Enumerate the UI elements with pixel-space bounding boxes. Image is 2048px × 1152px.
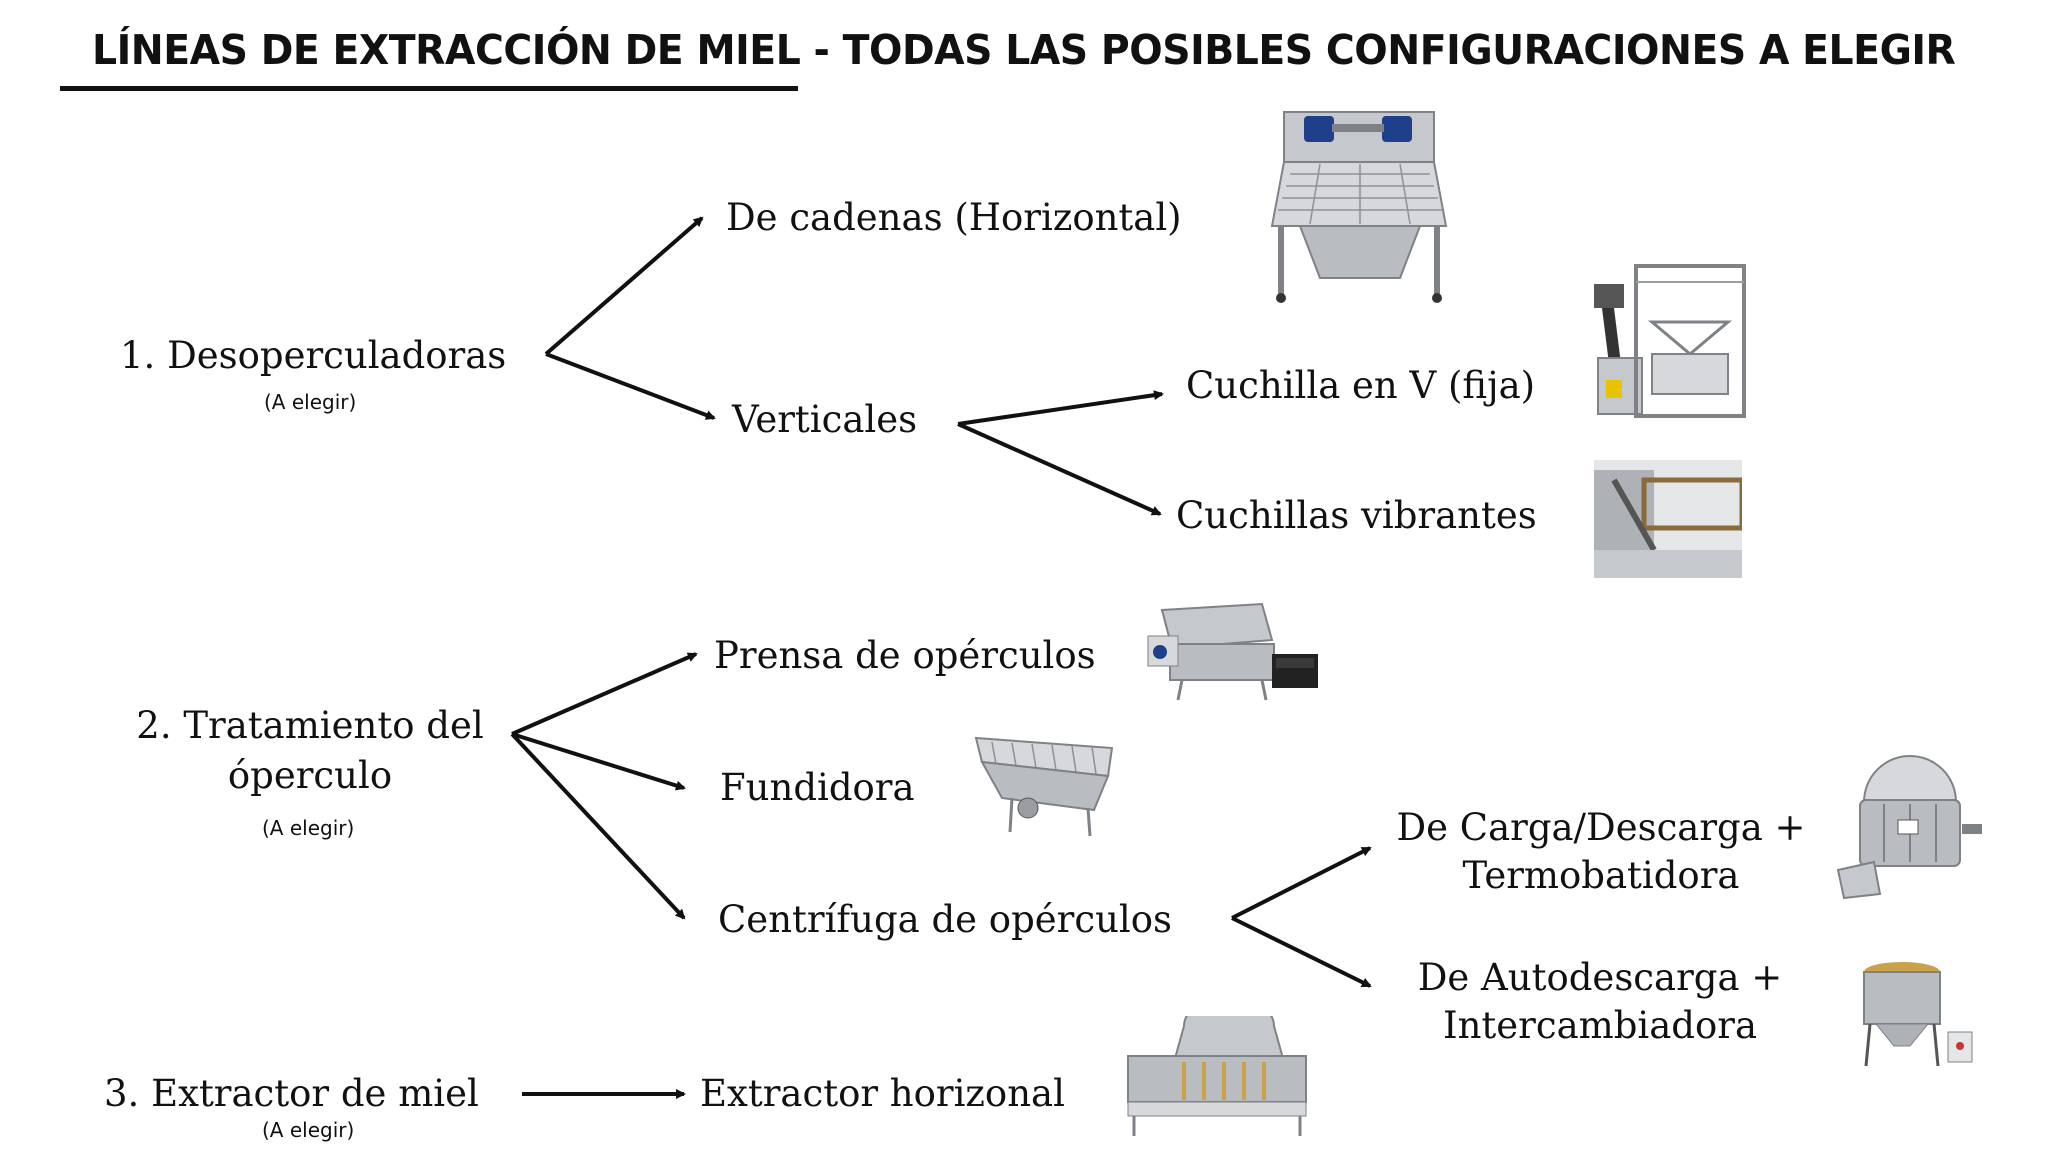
node-prensa: Prensa de opérculos <box>714 634 1096 677</box>
cappings-press-image <box>1147 602 1318 701</box>
title-part-sub: - TODAS LAS POSIBLES CONFIGURACIONES A E… <box>800 26 1956 74</box>
node-extractor-horizonal: Extractor horizonal <box>700 1072 1065 1115</box>
page-title: LÍNEAS DE EXTRACCIÓN DE MIEL - TODAS LAS… <box>92 26 1956 74</box>
node-auto-line1: De Autodescarga + <box>1417 956 1783 999</box>
horizontal-extractor-image <box>1127 1016 1307 1136</box>
arrow-to-fundidora <box>511 732 686 791</box>
note-extractor: (A elegir) <box>262 1118 355 1142</box>
title-underline <box>60 86 798 91</box>
title-part-main: LÍNEAS DE EXTRACCIÓN DE MIEL <box>92 26 801 74</box>
node-carga-line2: Termobatidora <box>1462 854 1740 898</box>
loading-centrifuge-image <box>1836 755 1982 900</box>
node-cuchilla-v: Cuchilla en V (fija) <box>1186 364 1536 407</box>
node-de-cadenas: De cadenas (Horizontal) <box>726 196 1182 239</box>
arrow-to-centrifuga <box>510 732 686 920</box>
node-carga-line1: De Carga/Descarga + <box>1396 806 1806 849</box>
node-carga: De Carga/Descarga + Termobatidora <box>1396 806 1806 899</box>
self-discharge-centrifuge-image <box>1863 962 1973 1067</box>
arrow-to-autodescarga <box>1231 916 1372 988</box>
melter-image <box>974 736 1114 837</box>
node-desoperculadoras: 1. Desoperculadoras <box>120 334 507 377</box>
node-tratamiento-line2: óperculo <box>227 754 393 798</box>
node-autodescarga: De Autodescarga + Intercambiadora <box>1400 956 1800 1049</box>
node-auto-line2: Intercambiadora <box>1442 1004 1758 1048</box>
node-verticales: Verticales <box>732 398 918 441</box>
v-knife-uncapper-image <box>1594 264 1746 418</box>
chain-uncapper-image <box>1270 111 1448 303</box>
arrow-to-carga <box>1231 846 1372 920</box>
arrow-to-cuchillas-vibrantes <box>957 422 1162 516</box>
arrow-to-verticales <box>545 352 716 420</box>
arrow-to-cuchilla-v <box>957 390 1164 426</box>
node-centrifuga: Centrífuga de opérculos <box>718 898 1172 941</box>
arrow-to-de-cadenas <box>544 216 704 356</box>
node-fundidora: Fundidora <box>720 766 915 809</box>
note-desoperculadoras: (A elegir) <box>264 390 357 414</box>
arrow-to-prensa <box>511 652 698 736</box>
vibrating-knives-image <box>1594 460 1742 578</box>
note-tratamiento: (A elegir) <box>262 816 355 840</box>
node-tratamiento-line1: 2. Tratamiento del <box>136 704 484 747</box>
node-tratamiento: 2. Tratamiento del óperculo <box>110 704 510 799</box>
node-extractor: 3. Extractor de miel <box>104 1072 479 1115</box>
node-cuchillas-vibrantes: Cuchillas vibrantes <box>1176 494 1537 537</box>
